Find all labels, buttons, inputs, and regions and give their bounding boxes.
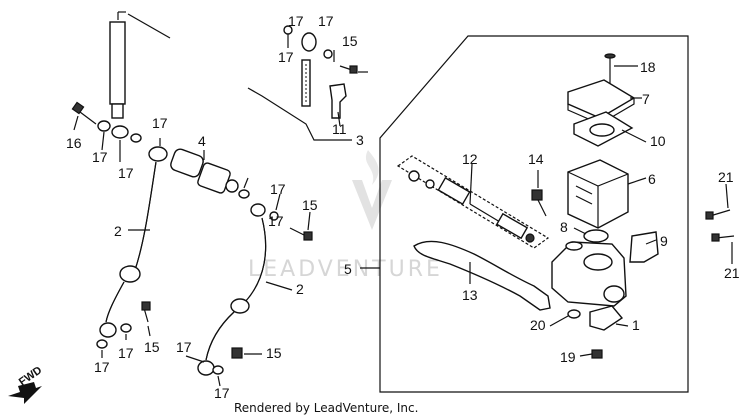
- forward-arrow-icon: FWD: [8, 364, 44, 404]
- label-17: 17: [278, 49, 294, 65]
- master-cylinder-body: [551, 241, 627, 331]
- watermark-text: LEADVENTURE: [248, 257, 443, 282]
- label-17: 17: [176, 339, 192, 355]
- label-2: 2: [114, 223, 122, 239]
- bolt-15: [141, 301, 151, 323]
- label-15: 15: [266, 345, 282, 361]
- assembly-outline: [379, 35, 689, 393]
- label-15: 15: [144, 339, 160, 355]
- washer: [130, 133, 142, 143]
- label-3: 3: [356, 132, 364, 148]
- label-17: 17: [214, 385, 230, 401]
- washer: [238, 189, 250, 199]
- label-7: 7: [642, 91, 650, 107]
- upper-hose: [109, 11, 171, 119]
- label-17: 17: [92, 149, 108, 165]
- label-17: 17: [118, 165, 134, 181]
- mirror-bolt-21: [711, 233, 735, 242]
- label-21: 21: [718, 169, 734, 185]
- label-17: 17: [152, 115, 168, 131]
- label-11: 11: [332, 121, 347, 137]
- label-21: 21: [724, 265, 740, 281]
- washer: [212, 365, 224, 375]
- label-20: 20: [530, 317, 546, 333]
- label-5: 5: [344, 261, 352, 277]
- label-17: 17: [318, 13, 334, 29]
- boot: [565, 241, 583, 251]
- o-ring-8: [583, 229, 609, 243]
- washer-20: [567, 309, 581, 319]
- screw-18: [604, 53, 616, 84]
- label-8: 8: [560, 219, 568, 235]
- label-14: 14: [528, 151, 544, 167]
- label-18: 18: [640, 59, 656, 75]
- reservoir-cap-7: [567, 79, 636, 119]
- label-2: 2: [296, 281, 304, 297]
- piston-kit-12: [396, 155, 550, 249]
- label-19: 19: [560, 349, 576, 365]
- brake-lever-13: [413, 240, 551, 311]
- label-4: 4: [198, 133, 206, 149]
- bolt-16: [71, 101, 97, 125]
- washer: [96, 339, 108, 349]
- hose-fitting-3: [283, 25, 358, 119]
- label-15: 15: [302, 197, 318, 213]
- screw-19: [591, 349, 603, 359]
- bolt-15: [231, 347, 243, 359]
- label-17: 17: [118, 345, 134, 361]
- washer: [269, 211, 279, 221]
- leader-lines: [73, 34, 733, 387]
- label-1: 1: [632, 317, 640, 333]
- bolt-15: [289, 227, 313, 241]
- pivot-bolt-14: [531, 189, 547, 217]
- mirror-bolt-21: [705, 209, 731, 220]
- label-10: 10: [650, 133, 666, 149]
- banjo-fitting: [111, 125, 129, 139]
- reservoir-6: [567, 159, 629, 229]
- label-17: 17: [268, 213, 284, 229]
- label-13: 13: [462, 287, 478, 303]
- hose-joint-4: [170, 148, 239, 194]
- label-17: 17: [94, 359, 110, 375]
- brake-hose-left: [99, 146, 168, 338]
- render-credit: Rendered by LeadVenture, Inc.: [234, 401, 418, 415]
- label-12: 12: [462, 151, 478, 167]
- part-labels: 17 17 15 17 11 3 16 17 17 17 4 2 17 17 1…: [66, 13, 740, 401]
- label-17: 17: [270, 181, 286, 197]
- washer: [97, 120, 111, 132]
- brake-hose-right: [197, 203, 267, 376]
- bracket-9: [629, 231, 659, 263]
- label-15: 15: [342, 33, 358, 49]
- label-17: 17: [288, 13, 304, 29]
- washer: [120, 323, 132, 333]
- label-6: 6: [648, 171, 656, 187]
- label-16: 16: [66, 135, 82, 151]
- label-9: 9: [660, 233, 668, 249]
- watermark-logo: LEADVENTURE: [248, 150, 443, 282]
